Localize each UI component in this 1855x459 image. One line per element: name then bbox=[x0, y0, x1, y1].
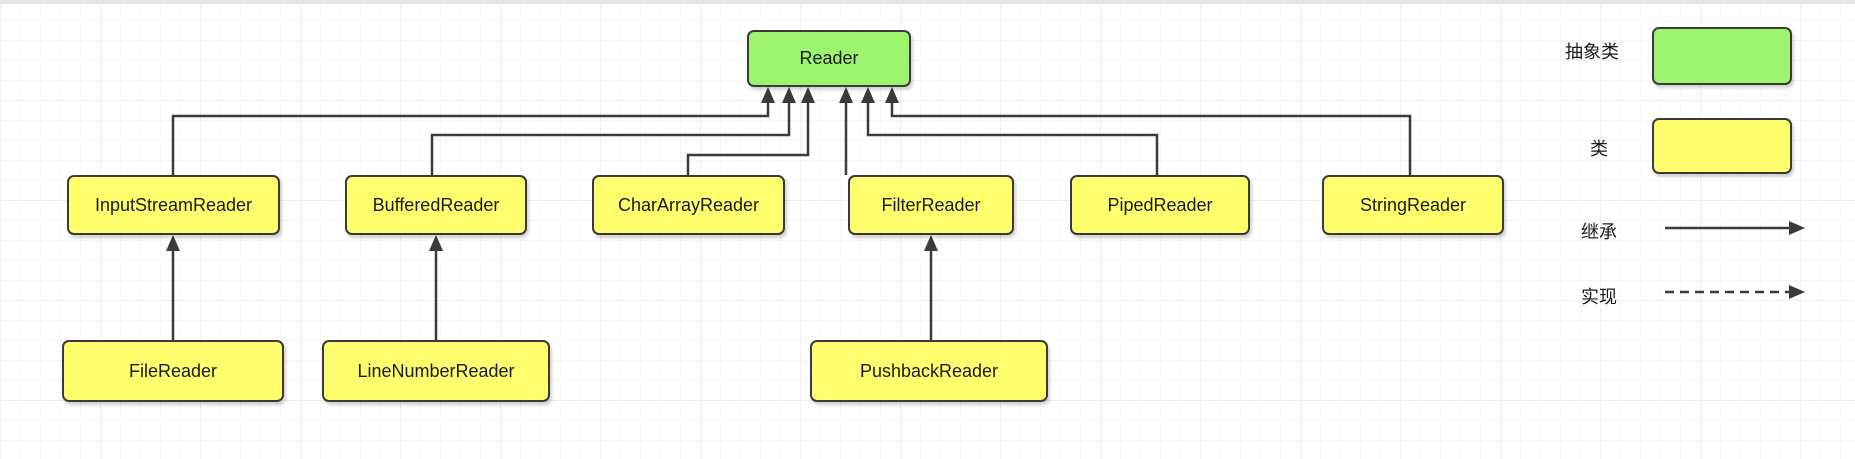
node-filter-reader[interactable]: FilterReader bbox=[848, 175, 1014, 235]
edge-file-reader-to-input-stream-reader-arrowhead bbox=[166, 235, 180, 251]
node-char-array-reader[interactable]: CharArrayReader bbox=[592, 175, 785, 235]
top-strip bbox=[0, 0, 1855, 4]
node-buffered-reader[interactable]: BufferedReader bbox=[345, 175, 527, 235]
node-pushback-reader[interactable]: PushbackReader bbox=[810, 340, 1048, 402]
node-file-reader[interactable]: FileReader bbox=[62, 340, 284, 402]
edge-piped-reader-to-reader-arrowhead bbox=[861, 87, 875, 103]
node-piped-reader[interactable]: PipedReader bbox=[1070, 175, 1250, 235]
edge-input-stream-reader-to-reader-arrowhead bbox=[761, 87, 775, 103]
edge-piped-reader-to-reader bbox=[866, 101, 1159, 175]
legend-implement-label: 实现 bbox=[1581, 287, 1617, 308]
legend-line-layer bbox=[1665, 221, 1805, 299]
legend-implement-arrowhead bbox=[1789, 285, 1805, 299]
legend-inherit-arrowhead bbox=[1789, 221, 1805, 235]
edge-input-stream-reader-to-reader bbox=[171, 101, 770, 175]
node-reader[interactable]: Reader bbox=[747, 30, 911, 87]
legend-abstract-label: 抽象类 bbox=[1565, 42, 1619, 63]
node-line-number-reader[interactable]: LineNumberReader bbox=[322, 340, 550, 402]
legend-inherit-label: 继承 bbox=[1581, 222, 1617, 243]
edge-char-array-reader-to-reader-arrowhead bbox=[801, 87, 815, 103]
node-input-stream-reader[interactable]: InputStreamReader bbox=[67, 175, 280, 235]
edge-layer bbox=[166, 87, 1412, 340]
edge-buffered-reader-to-reader bbox=[430, 101, 791, 175]
edge-buffered-reader-to-reader-arrowhead bbox=[782, 87, 796, 103]
edge-char-array-reader-to-reader bbox=[686, 101, 810, 175]
edge-string-reader-to-reader-arrowhead bbox=[885, 87, 899, 103]
edge-filter-reader-to-reader-arrowhead bbox=[839, 87, 853, 103]
legend-abstract-swatch bbox=[1652, 27, 1792, 85]
edge-pushback-reader-to-filter-reader-arrowhead bbox=[924, 235, 938, 251]
edge-string-reader-to-reader bbox=[890, 101, 1412, 175]
node-string-reader[interactable]: StringReader bbox=[1322, 175, 1504, 235]
edge-line-number-reader-to-buffered-reader-arrowhead bbox=[429, 235, 443, 251]
legend-class-label: 类 bbox=[1590, 139, 1608, 160]
legend-class-swatch bbox=[1652, 118, 1792, 174]
